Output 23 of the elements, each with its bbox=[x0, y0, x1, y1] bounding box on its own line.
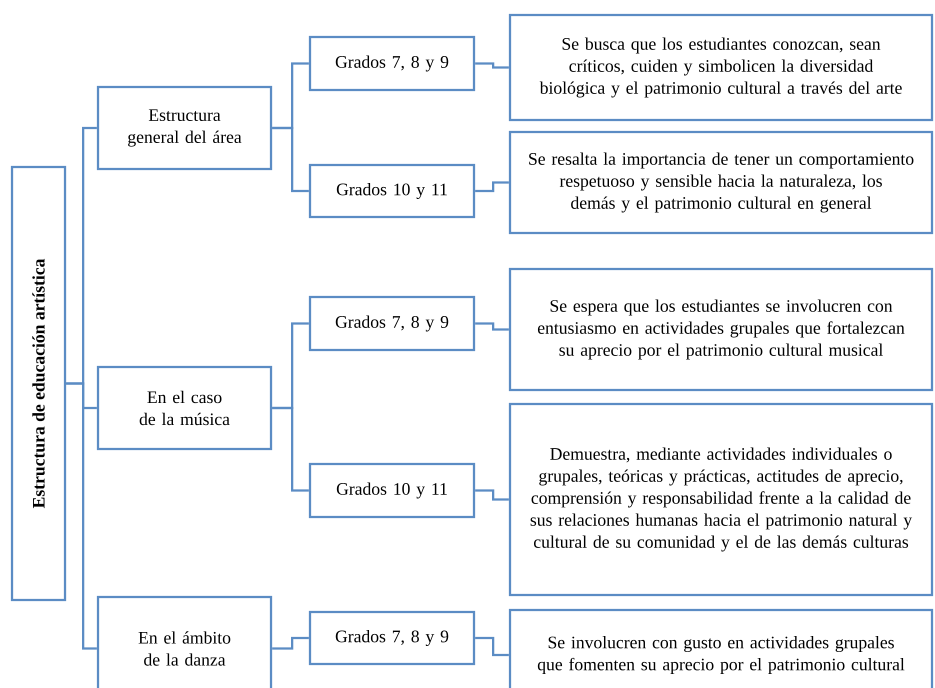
category-box: En el ámbito de la danza bbox=[96, 596, 272, 688]
connector bbox=[475, 181, 509, 192]
connector bbox=[475, 489, 509, 501]
description-box: Se busca que los estudiantes conozcan, sean críticos, cuiden y simbolicen la diversidad biológica y el patrimonio cultural a través del arte bbox=[508, 14, 934, 122]
category-box: Estructura general del área bbox=[96, 86, 272, 170]
category-box: En el caso de la música bbox=[96, 366, 272, 450]
description-box: Demuestra, mediante actividades individuales o grupales, teóricas y prácticas, actitudes de aprecio, comprensión y responsabilidad frente a la calidad de sus relaciones humanas hacia el patrimonio natural y cultural de su comunidad y el de las demás culturas bbox=[508, 402, 934, 596]
title-box: Estructura de educación artística bbox=[10, 166, 66, 602]
connector bbox=[272, 126, 309, 192]
connector bbox=[272, 636, 309, 650]
connector bbox=[66, 382, 97, 650]
grade-box: Grados 7, 8 y 9 bbox=[308, 296, 476, 352]
connector bbox=[475, 62, 509, 69]
grade-box: Grados 10 y 11 bbox=[308, 462, 476, 518]
grade-box: Grados 7, 8 y 9 bbox=[308, 36, 476, 92]
description-box: Se involucren con gusto en actividades grupales que fomenten su aprecio por el patrimonio cultural bbox=[508, 608, 934, 688]
connector bbox=[475, 636, 509, 656]
connector bbox=[475, 322, 509, 331]
grade-box: Grados 10 y 11 bbox=[308, 164, 476, 218]
description-box: Se resalta la importancia de tener un comportamiento respetuoso y sensible hacia la naturaleza, los demás y el patrimonio cultural en general bbox=[508, 130, 934, 234]
grade-box: Grados 7, 8 y 9 bbox=[308, 610, 476, 666]
description-box: Se espera que los estudiantes se involucren con entusiasmo en actividades grupales que fortalezcan su aprecio por el patrimonio cultural musical bbox=[508, 268, 934, 392]
connector bbox=[272, 406, 309, 492]
